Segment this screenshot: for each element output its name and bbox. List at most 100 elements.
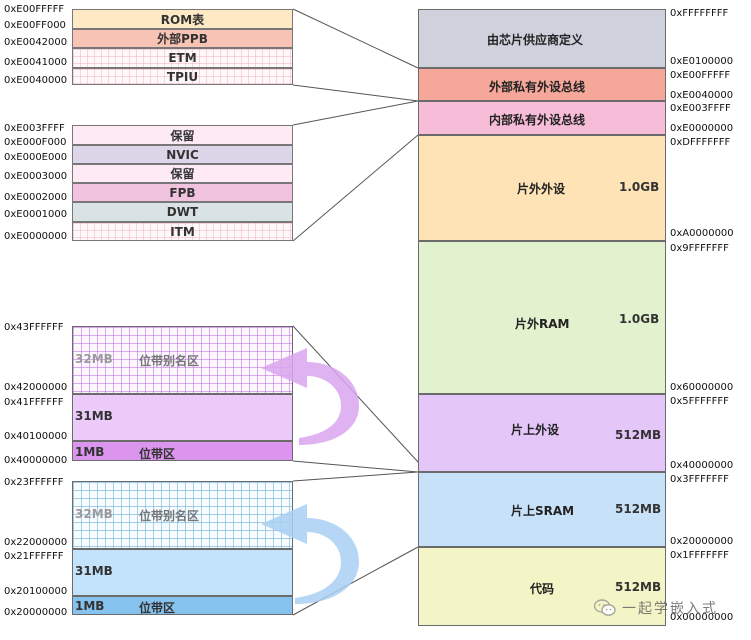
ext-ppb-item-label: 外部PPB xyxy=(157,32,208,46)
ext-ppb-rom-table: ROM表 xyxy=(72,9,293,29)
region-name: 片上外设 xyxy=(511,423,560,437)
region-name: 外部私有外设总线 xyxy=(489,80,586,94)
address-label: 0xE000E000 xyxy=(4,152,68,163)
peripheral-bitband-arrow xyxy=(261,348,359,445)
address-label: 0xE000F000 xyxy=(4,137,67,148)
address-label: 0xE0040000 xyxy=(670,90,734,101)
region-size: 512MB xyxy=(615,502,662,516)
sram-bitband-arrow xyxy=(261,504,359,604)
watermark: 一起学嵌入式 xyxy=(594,598,718,618)
int-ppb-item-label: NVIC xyxy=(166,147,199,162)
sram-bitband-alias: 32MB 位带别名区 xyxy=(72,481,293,549)
address-label: 0xE0041000 xyxy=(4,57,68,68)
region-code: 代码 512MB xyxy=(418,547,666,626)
region-vendor-defined: 由芯片供应商定义 xyxy=(418,9,666,68)
address-label: 0xE0042000 xyxy=(4,37,68,48)
int-ppb-item-label: DWT xyxy=(166,205,199,219)
int-ppb-itm: ITM xyxy=(72,222,293,241)
region-external-ppb: 外部私有外设总线 xyxy=(418,68,666,101)
address-label: 0x9FFFFFFF xyxy=(670,243,729,254)
address-label: 0xE003FFFF xyxy=(4,123,65,134)
address-label: 0xE003FFFF xyxy=(670,103,731,114)
address-label: 0xE00FFFFF xyxy=(4,4,65,15)
ext-ppb-item-label: ETM xyxy=(168,51,197,65)
region-name: 片上SRAM xyxy=(511,504,575,518)
region-label: 位带别名区 xyxy=(139,509,200,523)
watermark-text: 一起学嵌入式 xyxy=(622,601,718,617)
int-ppb-nvic: NVIC xyxy=(72,145,293,164)
size-label: 1MB xyxy=(75,445,105,459)
address-label: 0x5FFFFFFF xyxy=(670,396,729,407)
region-internal-ppb: 内部私有外设总线 xyxy=(418,101,666,135)
region-size: 1.0GB xyxy=(619,180,660,194)
connector-line xyxy=(292,100,419,126)
address-label: 0xA0000000 xyxy=(670,228,734,239)
peripheral-bitband-region: 1MB 位带区 xyxy=(72,441,293,461)
wechat-icon xyxy=(594,599,616,616)
connector-line xyxy=(292,8,419,69)
region-external-ram: 片外RAM 1.0GB xyxy=(418,241,666,394)
region-size: 512MB xyxy=(615,580,662,594)
int-ppb-fpb: FPB xyxy=(72,183,293,202)
address-label: 0xE00FFFFF xyxy=(670,70,731,81)
connector-line xyxy=(292,546,419,616)
address-label: 0x23FFFFFF xyxy=(4,477,64,488)
sram-bitband-middle: 31MB xyxy=(72,549,293,596)
int-ppb-item-label: 保留 xyxy=(170,167,195,181)
address-label: 0x00000000 xyxy=(670,612,734,623)
int-ppb-item-label: ITM xyxy=(170,224,195,239)
address-label: 0x43FFFFFF xyxy=(4,322,64,333)
address-label: 0xDFFFFFFF xyxy=(670,137,731,148)
address-label: 0x22000000 xyxy=(4,537,68,548)
region-peripheral: 片上外设 512MB xyxy=(418,394,666,472)
address-label: 0xFFFFFFFF xyxy=(670,8,729,19)
address-label: 0xE0000000 xyxy=(670,123,734,134)
size-label: 1MB xyxy=(75,599,105,613)
address-label: 0xE0000000 xyxy=(4,231,68,242)
address-label: 0x20000000 xyxy=(4,607,68,618)
region-label: 位带别名区 xyxy=(139,354,200,368)
address-label: 0x20100000 xyxy=(4,586,68,597)
peripheral-bitband-alias: 32MB 位带别名区 xyxy=(72,326,293,394)
address-label: 0xE0001000 xyxy=(4,209,68,220)
address-label: 0x60000000 xyxy=(670,382,734,393)
address-label: 0xE0003000 xyxy=(4,171,68,182)
region-name: 内部私有外设总线 xyxy=(489,113,586,127)
address-label: 0x3FFFFFFF xyxy=(670,474,729,485)
region-name: 代码 xyxy=(530,582,555,596)
address-label: 0x21FFFFFF xyxy=(4,551,64,562)
region-external-device: 片外外设 1.0GB xyxy=(418,135,666,241)
region-name: 由芯片供应商定义 xyxy=(487,33,584,47)
size-label: 31MB xyxy=(75,409,113,423)
int-ppb-item-label: 保留 xyxy=(170,128,195,143)
ext-ppb-etm: ETM xyxy=(72,48,293,68)
ext-ppb-external: 外部PPB xyxy=(72,29,293,48)
connector-line xyxy=(292,471,419,482)
ext-ppb-item-label: TPIU xyxy=(166,69,199,84)
sram-bitband-region: 1MB 位带区 xyxy=(72,596,293,615)
region-name: 片外RAM xyxy=(515,317,570,331)
ext-ppb-item-label: ROM表 xyxy=(160,12,205,27)
address-label: 0xE0002000 xyxy=(4,192,68,203)
address-label: 0x41FFFFFF xyxy=(4,397,64,408)
size-label: 31MB xyxy=(75,564,113,578)
connector-line xyxy=(292,134,419,242)
address-label: 0x40000000 xyxy=(4,455,68,466)
address-label: 0xE00FF000 xyxy=(4,20,66,31)
size-label: 32MB xyxy=(75,507,113,521)
address-label: 0xE0100000 xyxy=(670,56,734,67)
address-label: 0x42000000 xyxy=(4,382,68,393)
peripheral-bitband-middle: 31MB xyxy=(72,394,293,441)
ext-ppb-tpiu: TPIU xyxy=(72,68,293,85)
connector-line xyxy=(292,460,419,473)
int-ppb-reserved-2: 保留 xyxy=(72,164,293,183)
size-label: 32MB xyxy=(75,352,113,366)
int-ppb-dwt: DWT xyxy=(72,202,293,222)
int-ppb-item-label: FPB xyxy=(169,185,196,200)
address-label: 0x1FFFFFFF xyxy=(670,550,729,561)
address-label: 0x40100000 xyxy=(4,431,68,442)
address-label: 0x40000000 xyxy=(670,460,734,471)
address-label: 0xE0040000 xyxy=(4,75,68,86)
connector-line xyxy=(292,84,419,102)
int-ppb-reserved-1: 保留 xyxy=(72,125,293,145)
